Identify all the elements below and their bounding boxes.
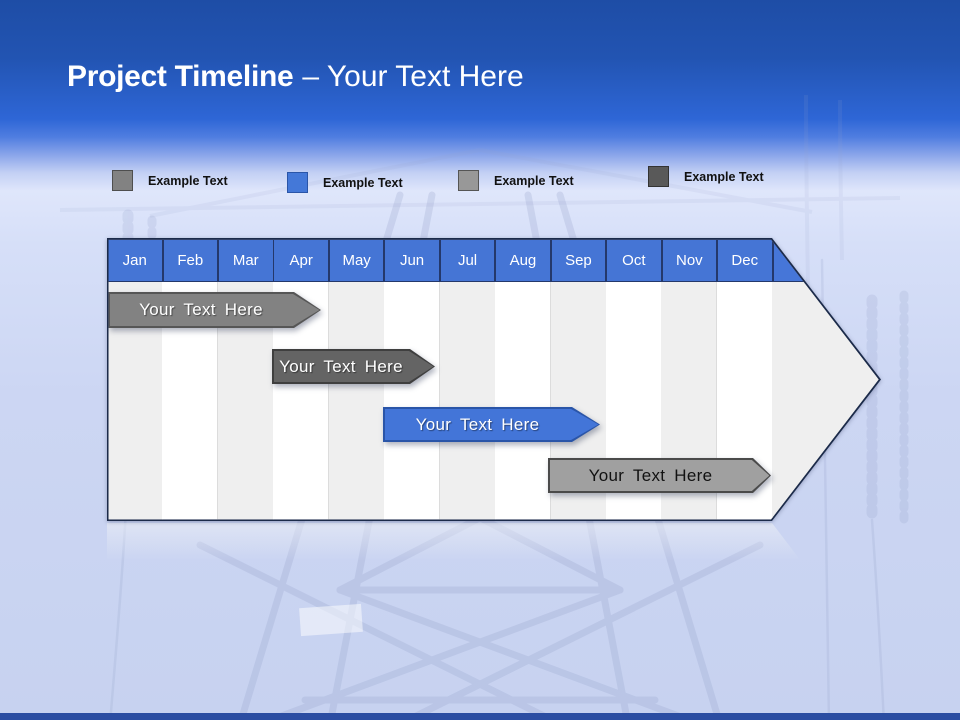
bar-fill [385, 409, 599, 441]
legend-swatch-blue [287, 172, 308, 193]
bar-label: Your Text Here [139, 300, 263, 319]
month-cell-feb: Feb [163, 239, 217, 281]
legend-item-3[interactable]: Example Text [458, 170, 574, 191]
column-stripe-jul [440, 282, 496, 520]
bar-label: Your Text Here [415, 414, 540, 434]
legend-swatch-gray [112, 170, 133, 191]
month-cell-apr: Apr [274, 239, 328, 281]
column-stripe-may [329, 282, 385, 520]
timeline-bar-4[interactable]: Your Text Here [548, 458, 771, 493]
legend-label: Example Text [494, 173, 574, 188]
month-cell-nov: Nov [662, 239, 717, 281]
timeline-reflection [107, 523, 801, 561]
timeline-arrow-shape: Jan Feb Mar Apr May Jun Jul Aug Sep Oct … [108, 239, 879, 520]
legend-label: Example Text [148, 173, 228, 188]
timeline-bar-1[interactable]: Your Text Here [108, 292, 321, 328]
bar-fill [274, 351, 434, 383]
month-cell-oct: Oct [607, 239, 661, 281]
timeline-chart: Jan Feb Mar Apr May Jun Jul Aug Sep Oct … [107, 238, 881, 521]
column-stripe-jun [384, 282, 440, 520]
month-header-row: Jan Feb Mar Apr May Jun Jul Aug Sep Oct … [108, 239, 879, 282]
month-cell-mar: Mar [219, 239, 273, 281]
month-cell-dec: Dec [718, 239, 772, 281]
legend-swatch-light-gray [458, 170, 479, 191]
timeline-bar-3[interactable]: Your Text Here [383, 407, 600, 442]
month-header-tail [774, 239, 879, 281]
bar-label: Your Text Here [279, 356, 403, 376]
month-cell-jan: Jan [108, 239, 162, 281]
legend-swatch-dark-gray [648, 166, 669, 187]
month-cell-sep: Sep [551, 239, 606, 281]
legend-item-4[interactable]: Example Text [648, 166, 764, 187]
page-title: Project Timeline– Your Text Here [67, 60, 524, 94]
title-bold: Project Timeline [67, 60, 294, 93]
timeline-bar-2[interactable]: Your Text Here [272, 349, 435, 384]
legend-item-1[interactable]: Example Text [112, 170, 228, 191]
legend-label: Example Text [323, 175, 403, 190]
timeline-arrow-outline: Jan Feb Mar Apr May Jun Jul Aug Sep Oct … [107, 238, 881, 521]
month-cell-jun: Jun [385, 239, 439, 281]
month-cell-jul: Jul [440, 239, 495, 281]
month-cell-aug: Aug [496, 239, 550, 281]
arrow-tip-region [772, 282, 879, 520]
title-rest: – Your Text Here [302, 60, 524, 93]
column-stripe-aug [495, 282, 551, 520]
bar-fill [110, 294, 320, 327]
bar-label: Your Text Here [588, 465, 713, 485]
bottom-accent-bar [0, 713, 960, 720]
bar-fill [550, 460, 770, 492]
legend-item-2[interactable]: Example Text [287, 172, 403, 193]
legend-label: Example Text [684, 169, 764, 184]
month-cell-may: May [329, 239, 384, 281]
